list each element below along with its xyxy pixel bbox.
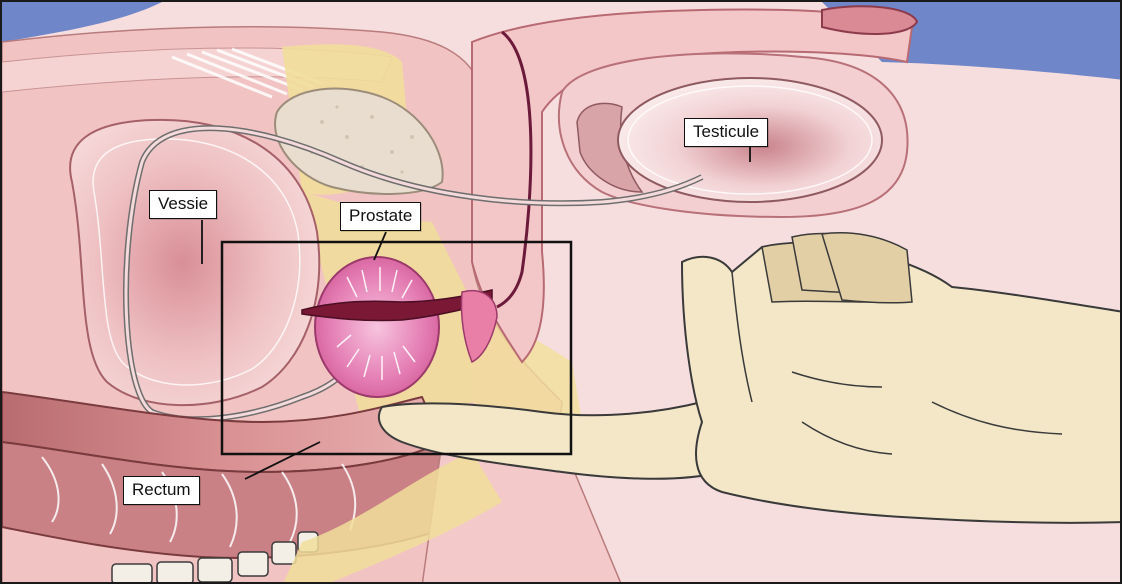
knuckles — [762, 233, 912, 303]
glans — [822, 6, 917, 34]
label-prostate: Prostate — [340, 202, 421, 231]
label-rectum: Rectum — [123, 476, 200, 505]
label-testicule: Testicule — [684, 118, 768, 147]
bladder — [70, 120, 319, 405]
label-vessie: Vessie — [149, 190, 217, 219]
